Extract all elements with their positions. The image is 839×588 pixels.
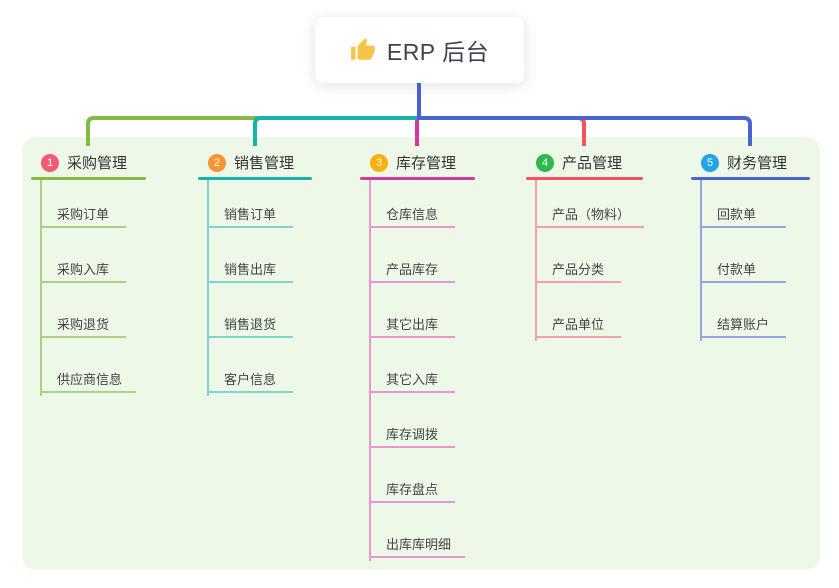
node-settlement-account[interactable]: 结算账户 (700, 312, 786, 338)
badge-4: 4 (536, 153, 554, 172)
branch-sales-title[interactable]: 2 销售管理 (198, 148, 312, 177)
node-warehouse-info[interactable]: 仓库信息 (369, 202, 455, 228)
node-purchase-return[interactable]: 采购退货 (40, 312, 126, 338)
children-connector (207, 180, 209, 396)
mindmap-canvas (22, 137, 820, 570)
branch-product: 4 产品管理 产品（物料） 产品分类 产品单位 (526, 148, 645, 341)
badge-5: 5 (701, 153, 719, 172)
children-connector (369, 180, 371, 561)
branch-inventory: 3 库存管理 仓库信息 产品库存 其它出库 其它入库 库存调拨 库存盘点 出库库… (360, 148, 475, 561)
node-stock-count[interactable]: 库存盘点 (369, 477, 455, 503)
node-payment-slip[interactable]: 付款单 (700, 257, 786, 283)
node-outbound-detail[interactable]: 出库库明细 (369, 532, 466, 558)
node-sales-order[interactable]: 销售订单 (207, 202, 293, 228)
badge-3: 3 (370, 153, 388, 172)
children-connector (40, 180, 42, 396)
node-purchase-inbound[interactable]: 采购入库 (40, 257, 126, 283)
node-supplier-info[interactable]: 供应商信息 (40, 367, 137, 393)
node-product-category[interactable]: 产品分类 (535, 257, 621, 283)
badge-1: 1 (41, 153, 59, 172)
children-connector (700, 180, 702, 341)
branch-procurement: 1 采购管理 采购订单 采购入库 采购退货 供应商信息 (31, 148, 146, 396)
branch-sales: 2 销售管理 销售订单 销售出库 销售退货 客户信息 (198, 148, 312, 396)
branch-procurement-title[interactable]: 1 采购管理 (31, 148, 146, 177)
node-other-inbound[interactable]: 其它入库 (369, 367, 455, 393)
node-customer-info[interactable]: 客户信息 (207, 367, 293, 393)
branch-underline (31, 177, 146, 180)
node-receipt-slip[interactable]: 回款单 (700, 202, 786, 228)
root-node-label: ERP 后台 (386, 39, 490, 65)
branch-underline (526, 177, 643, 180)
branch-underline (691, 177, 810, 180)
branch-inventory-title[interactable]: 3 库存管理 (360, 148, 475, 177)
root-node[interactable]: ERP 后台 (315, 17, 524, 83)
node-product-material[interactable]: 产品（物料） (535, 202, 645, 228)
branch-underline (360, 177, 475, 180)
branch-finance: 5 财务管理 回款单 付款单 结算账户 (691, 148, 810, 341)
node-purchase-order[interactable]: 采购订单 (40, 202, 126, 228)
connector-lines (86, 83, 752, 146)
node-sales-return[interactable]: 销售退货 (207, 312, 293, 338)
branch-finance-title[interactable]: 5 财务管理 (691, 148, 810, 177)
node-sales-outbound[interactable]: 销售出库 (207, 257, 293, 283)
badge-2: 2 (208, 153, 226, 172)
node-product-unit[interactable]: 产品单位 (535, 312, 621, 338)
children-connector (535, 180, 537, 341)
branch-product-title[interactable]: 4 产品管理 (526, 148, 643, 177)
thumbs-up-icon (350, 38, 375, 60)
node-stock-transfer[interactable]: 库存调拨 (369, 422, 455, 448)
node-other-outbound[interactable]: 其它出库 (369, 312, 455, 338)
branch-underline (198, 177, 312, 180)
node-product-stock[interactable]: 产品库存 (369, 257, 455, 283)
